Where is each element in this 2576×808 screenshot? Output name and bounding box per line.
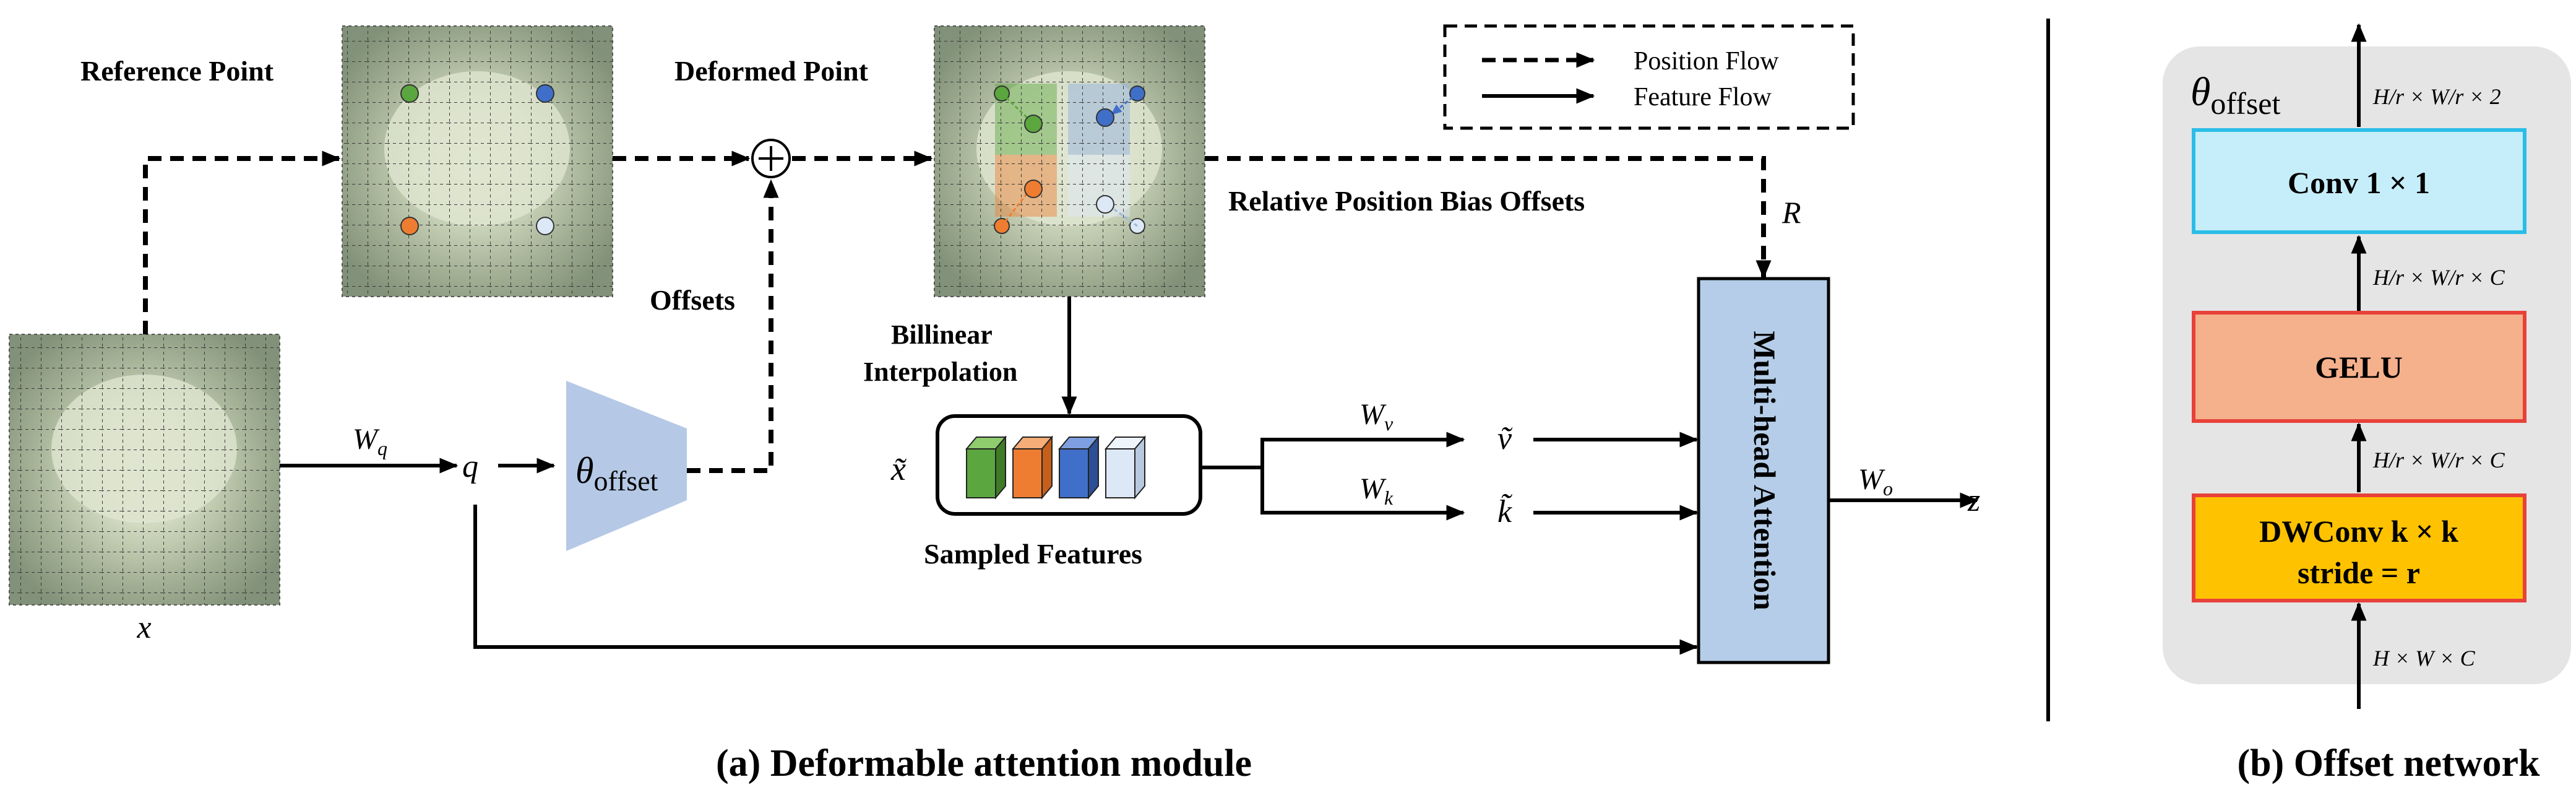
feature-cube-blue (1058, 435, 1100, 500)
wo-label: Wo (1858, 463, 1893, 500)
theta-label-b: θoffset (2190, 69, 2280, 121)
position-flow-arrows (143, 150, 1772, 473)
dim-mid-lower: H/r × W/r × C (2372, 448, 2505, 472)
legend: Position Flow Feature Flow (1443, 24, 1855, 130)
dwconv-label-1: DWConv k × k (2259, 514, 2458, 549)
gelu-box (2192, 311, 2526, 423)
caption-a: (a) Deformable attention module (716, 742, 1252, 784)
caption-b: (b) Offset network (2237, 742, 2540, 784)
mha-label: Multi-head Attention (1747, 331, 1782, 610)
gelu-label: GELU (2315, 350, 2403, 384)
conv-label: Conv 1 × 1 (2288, 165, 2430, 200)
wk-label: Wk (1359, 472, 1394, 509)
r-label: R (1781, 195, 1801, 230)
conv-1x1-box (2192, 128, 2526, 234)
feature-flow-arrows (280, 297, 1979, 655)
sampled-features-label: Sampled Features (924, 538, 1142, 570)
deformed-point-label: Deformed Point (674, 55, 869, 87)
panel-a: x Reference Point (9, 24, 1980, 784)
feature-cube-orange (1011, 435, 1054, 500)
q-label: q (462, 449, 478, 484)
bilinear-label-1: Billinear (891, 319, 993, 350)
ref-point-orange (400, 217, 419, 235)
wv-label: Wv (1359, 398, 1394, 435)
dim-top: H/r × W/r × 2 (2372, 84, 2501, 109)
sampled-features-box (936, 414, 1202, 516)
deformed-point-image (934, 25, 1205, 297)
ref-point-green (400, 84, 419, 103)
feature-cube-light (1104, 435, 1147, 500)
panel-b: θoffset Conv 1 × 1 GELU DWConv k × k str… (2163, 23, 2571, 784)
def-point-green (1024, 115, 1043, 133)
legend-position-flow: Position Flow (1634, 47, 1779, 76)
ref-point-light (536, 217, 554, 235)
k-tilde-label: k̃ (1497, 493, 1513, 529)
input-image (9, 334, 280, 606)
def-point-light (1096, 195, 1114, 214)
rpb-label: Relative Position Bias Offsets (1228, 185, 1585, 217)
feature-cube-green (965, 435, 1007, 500)
input-label: x (136, 610, 151, 645)
bilinear-label-2: Interpolation (863, 357, 1017, 387)
z-label: z (1967, 483, 1980, 518)
reference-point-label: Reference Point (80, 55, 274, 87)
dwconv-label-2: stride = r (2298, 555, 2420, 590)
multi-head-attention-box (1697, 277, 1830, 664)
theta-label-a: θoffset (575, 450, 658, 497)
def-point-blue (1096, 108, 1114, 127)
x-tilde-label: x̃ (890, 450, 907, 487)
wq-label: Wq (353, 423, 387, 459)
def-point-orange (1024, 180, 1043, 198)
theta-offset-trapezoid (566, 381, 687, 551)
offsets-label: Offsets (650, 284, 735, 316)
reference-point-image (342, 25, 613, 297)
dwconv-box (2192, 493, 2526, 602)
plus-circle-icon (751, 139, 791, 178)
legend-feature-flow: Feature Flow (1634, 83, 1772, 111)
dim-bottom: H × W × C (2372, 646, 2476, 671)
v-tilde-label: ṽ (1497, 421, 1513, 456)
ref-point-blue (536, 84, 554, 103)
dim-mid-upper: H/r × W/r × C (2372, 265, 2505, 290)
